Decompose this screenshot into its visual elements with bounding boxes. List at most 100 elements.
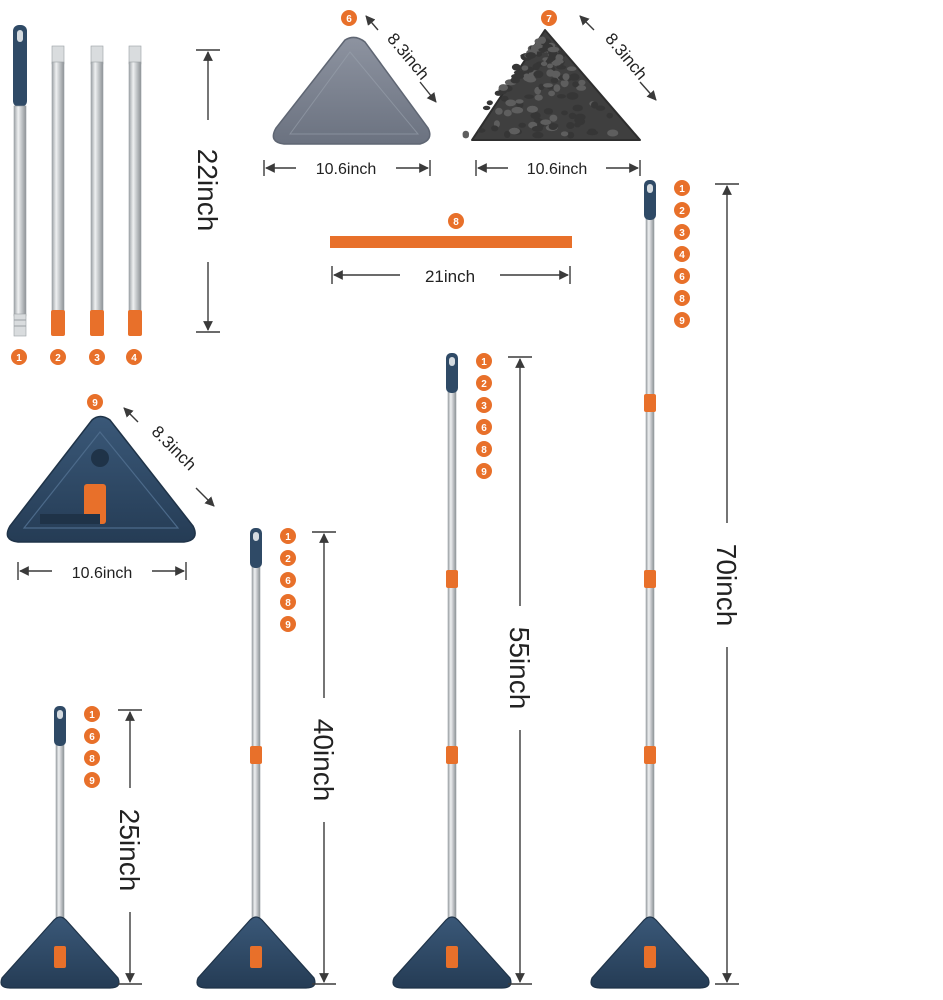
microfiber-pad: 6 8.3inch 10.6inch bbox=[263, 10, 437, 178]
chenille-tuft bbox=[548, 90, 555, 97]
chenille-tuft bbox=[556, 94, 566, 99]
chenille-tuft bbox=[595, 105, 606, 111]
svg-text:6: 6 bbox=[481, 423, 487, 434]
chenille-tuft bbox=[574, 113, 586, 121]
chenille-tuft bbox=[572, 104, 583, 112]
chenille-tuft bbox=[566, 66, 577, 71]
svg-text:8: 8 bbox=[481, 445, 487, 456]
chenille-tuft bbox=[548, 123, 558, 130]
chenille-tuft bbox=[533, 70, 544, 78]
part-badge: 6 bbox=[84, 728, 100, 744]
mop-head-clip bbox=[644, 946, 656, 968]
chenille-pad-width-label: 10.6inch bbox=[527, 161, 588, 178]
chenille-tuft bbox=[486, 100, 493, 106]
svg-text:7: 7 bbox=[546, 14, 552, 25]
chenille-tuft bbox=[555, 54, 564, 61]
chenille-tuft bbox=[500, 95, 509, 102]
chenille-tuft bbox=[551, 60, 562, 66]
svg-text:1: 1 bbox=[481, 357, 487, 368]
chenille-tuft bbox=[606, 112, 614, 119]
assembled-mop-2: 1 2 6 8 9 40inch bbox=[196, 528, 339, 989]
rod-handle-grip bbox=[13, 25, 27, 107]
part-badge: 3 bbox=[476, 397, 492, 413]
mop-handle-hole bbox=[449, 357, 455, 366]
chenille-tuft bbox=[547, 63, 553, 69]
part-badge: 8 bbox=[280, 594, 296, 610]
rod-badge: 1 bbox=[11, 349, 27, 365]
mop-head-clip bbox=[250, 946, 262, 968]
part-badge: 6 bbox=[674, 268, 690, 284]
scraper-bar: 8 21inch bbox=[330, 213, 572, 286]
mop-head-width-label: 10.6inch bbox=[72, 565, 133, 582]
mop-head-clip bbox=[54, 946, 66, 968]
chenille-tuft bbox=[503, 109, 512, 117]
part-badge: 6 bbox=[280, 572, 296, 588]
svg-text:1: 1 bbox=[16, 353, 22, 364]
part-badge: 1 bbox=[674, 180, 690, 196]
svg-text:6: 6 bbox=[285, 576, 291, 587]
chenille-tuft bbox=[534, 94, 543, 101]
part-badge: 9 bbox=[280, 616, 296, 632]
chenille-tufts bbox=[462, 36, 619, 139]
svg-text:8: 8 bbox=[285, 598, 291, 609]
chenille-tuft bbox=[498, 84, 508, 91]
chenille-tuft bbox=[591, 101, 599, 109]
mop-joint bbox=[644, 570, 656, 588]
chenille-tuft bbox=[538, 83, 545, 91]
svg-text:3: 3 bbox=[679, 228, 685, 239]
svg-text:1: 1 bbox=[89, 710, 95, 721]
chenille-pad-side-label: 8.3inch bbox=[601, 29, 651, 83]
chenille-tuft bbox=[569, 73, 580, 81]
svg-text:9: 9 bbox=[89, 776, 95, 787]
svg-text:9: 9 bbox=[92, 398, 98, 409]
chenille-pad-badge: 7 bbox=[541, 10, 557, 26]
svg-text:1: 1 bbox=[679, 184, 685, 195]
svg-text:9: 9 bbox=[481, 467, 487, 478]
part-badge: 3 bbox=[674, 224, 690, 240]
mop-handle-hole bbox=[57, 710, 63, 719]
chenille-tuft bbox=[560, 79, 569, 88]
chenille-tuft bbox=[540, 61, 548, 66]
rod-3 bbox=[90, 45, 104, 336]
svg-text:6: 6 bbox=[679, 272, 685, 283]
mop-length-label: 70inch bbox=[711, 544, 742, 627]
rod-badge: 2 bbox=[50, 349, 66, 365]
mop-length-label: 40inch bbox=[308, 719, 339, 802]
svg-text:9: 9 bbox=[285, 620, 291, 631]
mop-length-label: 55inch bbox=[504, 627, 535, 710]
chenille-tuft bbox=[576, 85, 587, 91]
part-badge: 8 bbox=[674, 290, 690, 306]
chenille-tuft bbox=[515, 99, 524, 104]
chenille-tuft bbox=[607, 129, 619, 137]
mop-handle-hole bbox=[647, 184, 653, 193]
scraper-length-label: 21inch bbox=[425, 267, 475, 286]
chenille-tuft bbox=[510, 76, 520, 84]
mop-length-label: 25inch bbox=[114, 809, 145, 892]
svg-text:8: 8 bbox=[679, 294, 685, 305]
svg-text:2: 2 bbox=[481, 379, 487, 390]
chenille-tuft bbox=[495, 107, 503, 115]
mop-pole bbox=[447, 382, 457, 951]
part-badge: 1 bbox=[280, 528, 296, 544]
svg-text:3: 3 bbox=[94, 353, 100, 364]
mop-joint bbox=[446, 570, 458, 588]
assembled-mop-3: 1 2 3 6 8 9 55inch bbox=[392, 353, 535, 989]
chenille-tuft bbox=[532, 131, 544, 139]
mop-handle-hole bbox=[253, 532, 259, 541]
microfiber-pad-shape bbox=[272, 36, 431, 145]
chenille-tuft bbox=[546, 69, 555, 77]
part-badge: 6 bbox=[476, 419, 492, 435]
rod-badge: 4 bbox=[126, 349, 142, 365]
part-badge: 2 bbox=[476, 375, 492, 391]
mop-head-side-label: 8.3inch bbox=[148, 422, 200, 474]
mop-head: 9 8.3inch 10.6inch bbox=[6, 394, 215, 582]
rod-length-label: 22inch bbox=[192, 149, 223, 232]
part-badge: 4 bbox=[674, 246, 690, 262]
chenille-tuft bbox=[533, 118, 543, 123]
chenille-tuft bbox=[522, 73, 531, 82]
part-badge: 2 bbox=[280, 550, 296, 566]
chenille-tuft bbox=[560, 131, 569, 137]
chenille-tuft bbox=[504, 130, 511, 138]
svg-text:8: 8 bbox=[89, 754, 95, 765]
